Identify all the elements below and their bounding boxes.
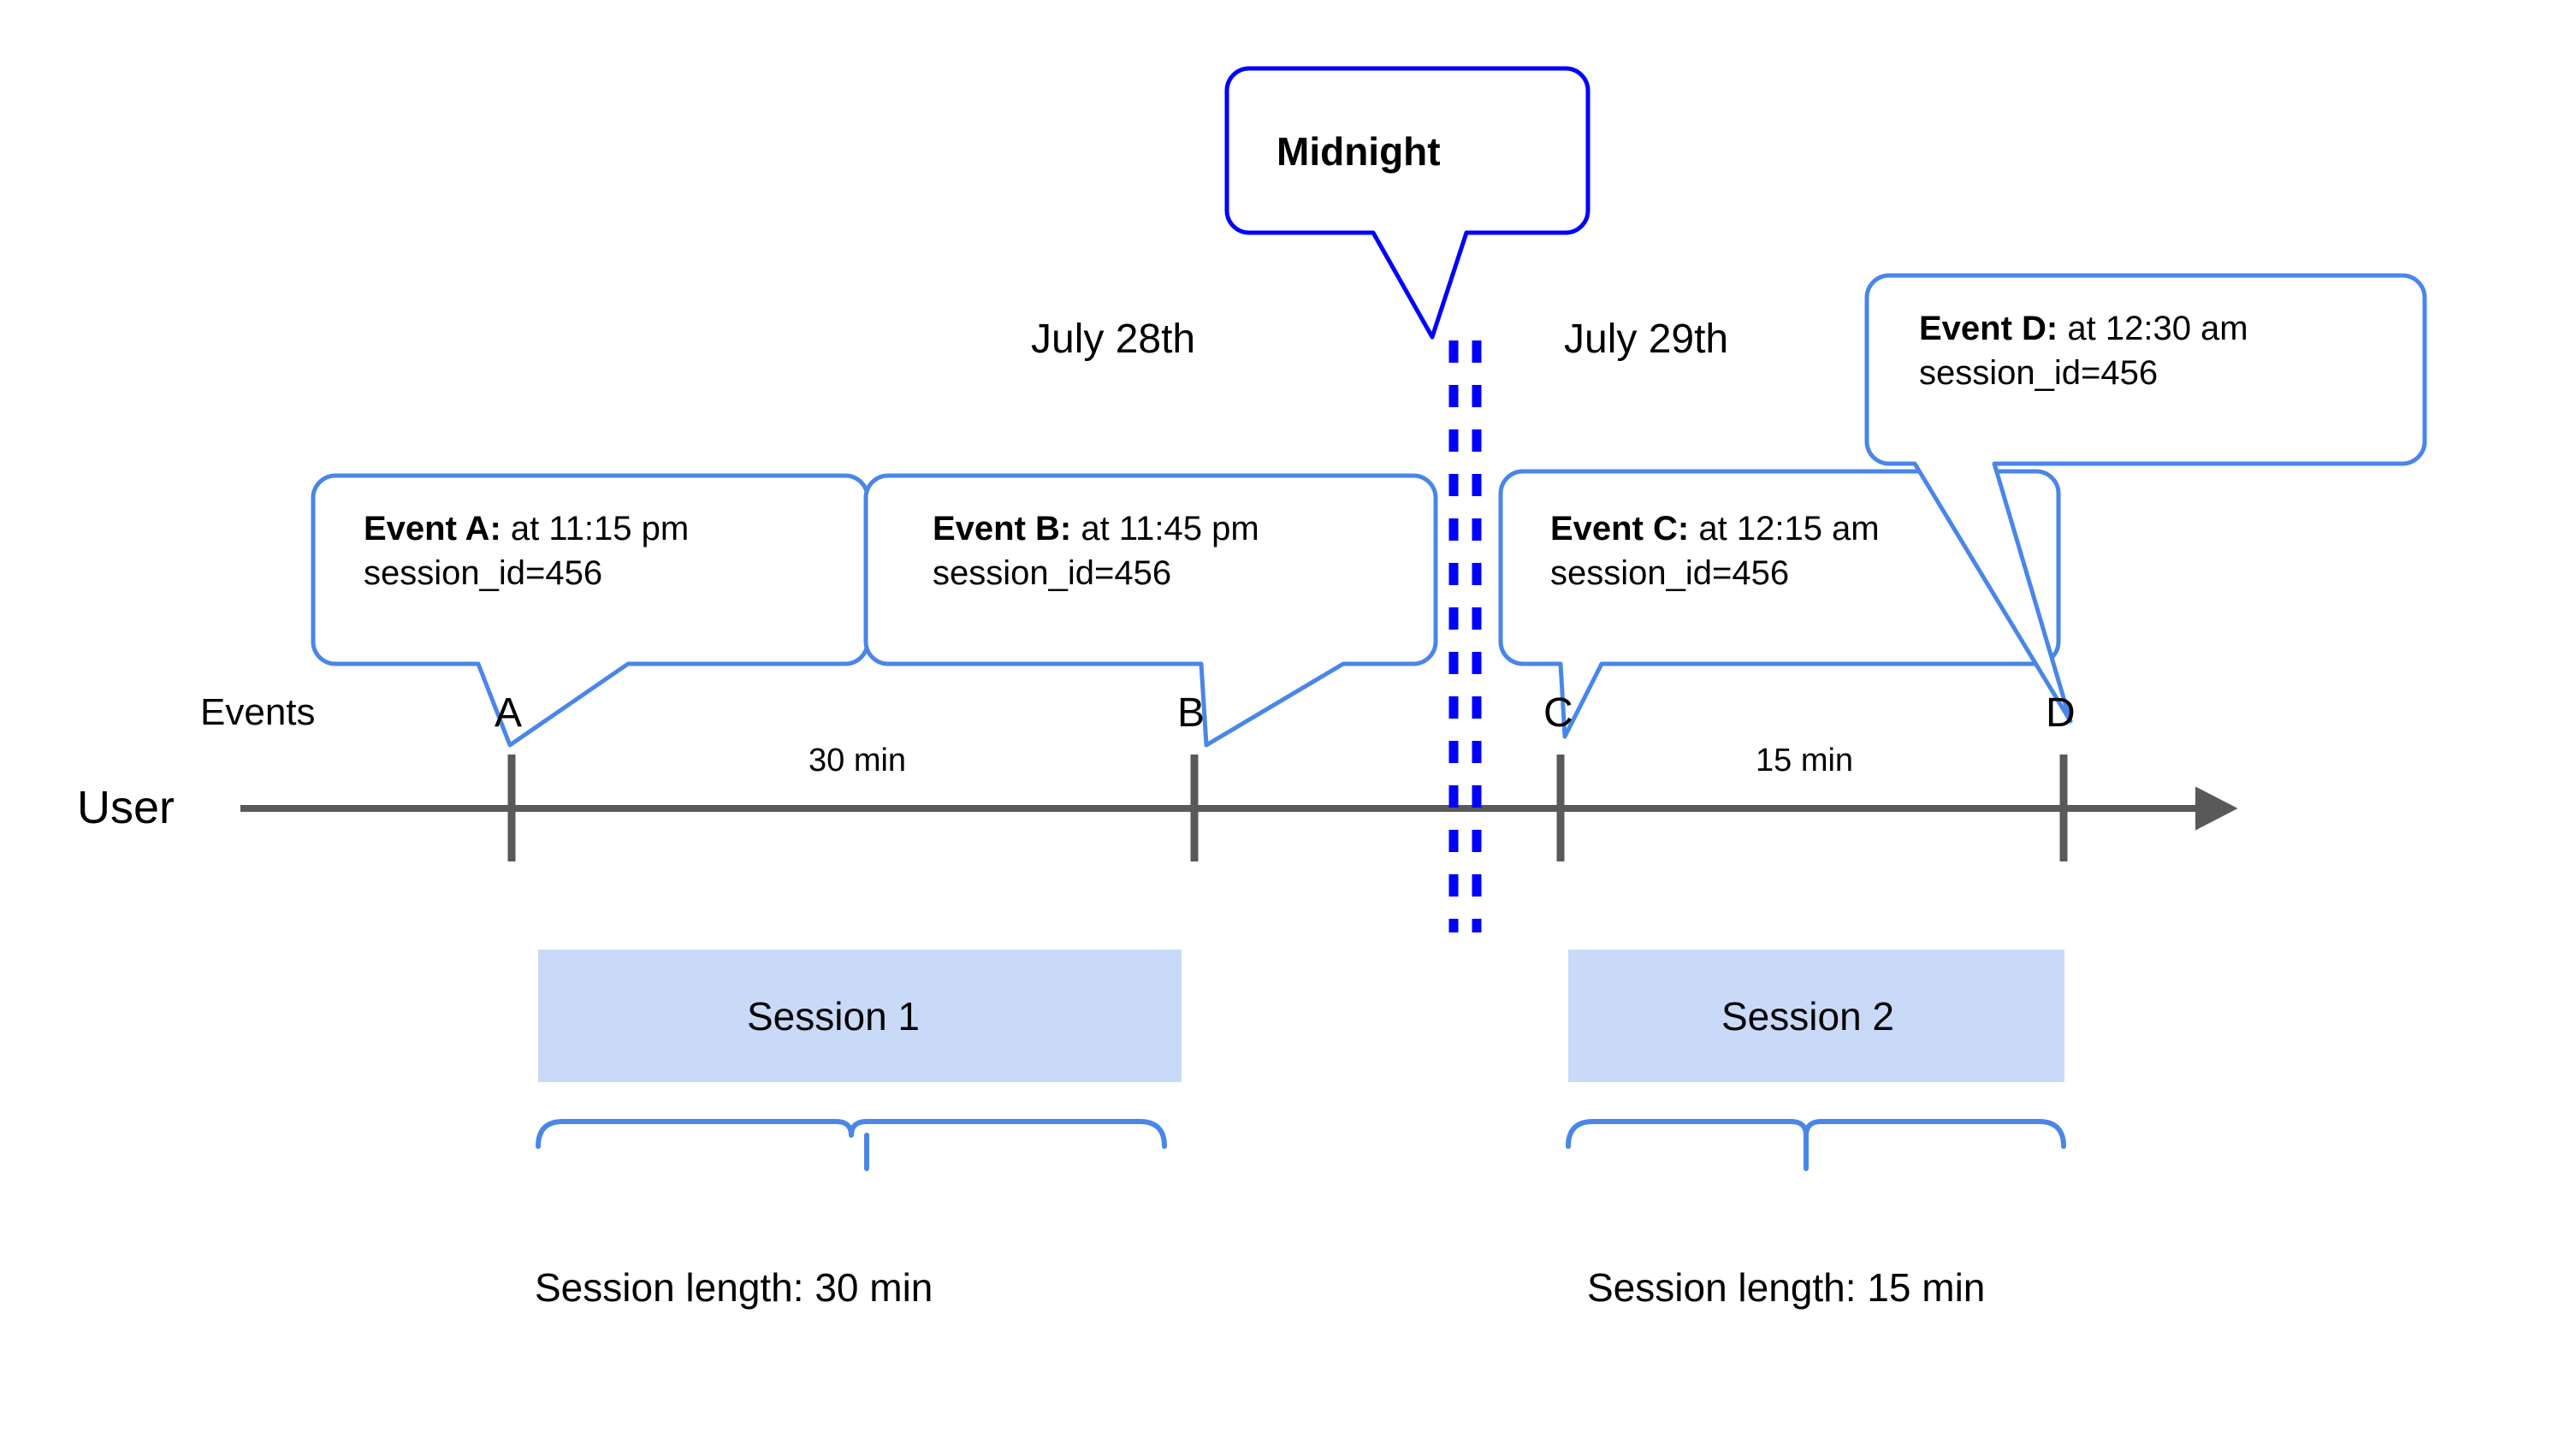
event-d-line-1: Event D: at 12:30 am — [1919, 306, 2248, 351]
date-label-july-28: July 28th — [1031, 317, 1196, 362]
duration-label-c-d: 15 min — [1756, 743, 1854, 778]
event-c-callout-shape — [1498, 469, 2061, 739]
tick-letter-d: D — [2046, 690, 2076, 736]
session-1-brace — [536, 1119, 1167, 1149]
midnight-callout-label: Midnight — [1276, 129, 1441, 174]
midnight-callout-shape — [1224, 66, 1590, 340]
event-b-title: Event B: — [933, 510, 1072, 547]
event-c-title: Event C: — [1550, 510, 1690, 547]
date-label-july-29: July 29th — [1564, 317, 1729, 362]
event-a-callout-shape — [311, 473, 870, 748]
event-b-callout-shape — [863, 473, 1438, 748]
session-box-2 — [1568, 950, 2064, 1082]
event-d-session-id: session_id=456 — [1919, 354, 2159, 392]
events-row-label: Events — [200, 691, 316, 733]
event-d-callout-text: Event D: at 12:30 am session_id=456 — [1919, 306, 2248, 395]
tick-letter-a: A — [495, 690, 523, 736]
event-a-session-id: session_id=456 — [364, 554, 603, 592]
session-1-label: Session 1 — [747, 994, 921, 1039]
event-d-callout-shape — [1864, 273, 2427, 724]
event-a-callout-text: Event A: at 11:15 pm session_id=456 — [364, 506, 689, 595]
event-c-detail: at 12:15 am — [1698, 510, 1880, 547]
event-a-detail: at 11:15 pm — [510, 510, 690, 547]
session-1-length-label: Session length: 30 min — [535, 1265, 933, 1310]
event-b-session-id: session_id=456 — [933, 554, 1172, 592]
session-box-1 — [538, 950, 1182, 1082]
event-b-detail: at 11:45 pm — [1081, 510, 1259, 547]
event-c-session-id: session_id=456 — [1550, 554, 1790, 592]
event-c-callout-text: Event C: at 12:15 am session_id=456 — [1550, 506, 1880, 595]
event-b-line-1: Event B: at 11:45 pm — [933, 506, 1259, 551]
event-b-callout-text: Event B: at 11:45 pm session_id=456 — [933, 506, 1259, 595]
session-2-length-label: Session length: 15 min — [1587, 1265, 1986, 1310]
event-c-line-1: Event C: at 12:15 am — [1550, 506, 1880, 551]
duration-label-a-b: 30 min — [809, 743, 907, 778]
event-d-title: Event D: — [1919, 310, 2058, 347]
tick-letter-c: C — [1543, 690, 1573, 736]
session-2-brace — [1566, 1119, 2066, 1149]
tick-letter-b: B — [1177, 690, 1205, 736]
event-a-line-1: Event A: at 11:15 pm — [364, 506, 689, 551]
event-d-detail: at 12:30 am — [2067, 310, 2248, 347]
user-row-label: User — [77, 782, 175, 833]
session-2-label: Session 2 — [1721, 994, 1895, 1039]
event-a-title: Event A: — [364, 510, 501, 547]
